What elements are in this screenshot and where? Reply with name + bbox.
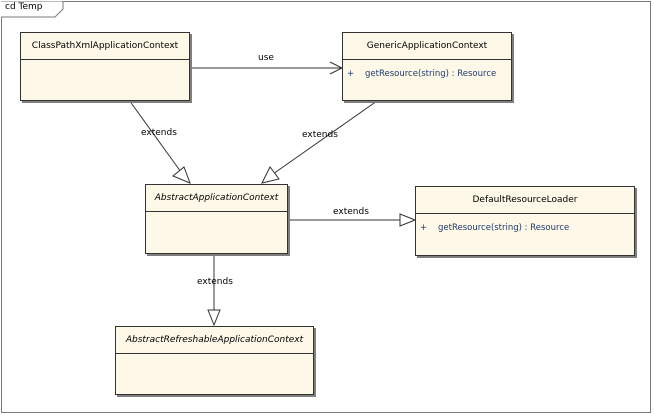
use-label: use [258, 53, 274, 63]
class-name: ClassPathXmlApplicationContext [21, 33, 189, 60]
operations-compartment: + getResource(string) : Resource [343, 67, 511, 81]
class-box-abstract-refreshable-application-context[interactable]: AbstractRefreshableApplicationContext [115, 326, 314, 395]
operations-compartment: + getResource(string) : Resource [416, 221, 634, 235]
frame-tab [1, 1, 64, 18]
class-name: DefaultResourceLoader [416, 187, 634, 214]
extends-label: extends [141, 128, 177, 138]
visibility-marker: + [347, 69, 355, 79]
class-name: AbstractRefreshableApplicationContext [116, 327, 313, 354]
operation: + getResource(string) : Resource [420, 221, 630, 235]
extends-label: extends [302, 130, 338, 140]
operation-signature: getResource(string) : Resource [365, 69, 497, 79]
class-box-generic-application-context[interactable]: GenericApplicationContext + getResource(s… [342, 32, 512, 101]
extends-line-classpath [128, 99, 182, 173]
frame-label: cd Temp [5, 2, 43, 12]
extends-line-generic [272, 100, 378, 175]
generalization-arrowhead [399, 213, 417, 227]
operation-signature: getResource(string) : Resource [438, 223, 570, 233]
class-box-classpath-xml-application-context[interactable]: ClassPathXmlApplicationContext [20, 32, 190, 101]
class-name: GenericApplicationContext [343, 33, 511, 60]
visibility-marker: + [420, 223, 428, 233]
class-box-default-resource-loader[interactable]: DefaultResourceLoader + getResource(strin… [415, 186, 635, 256]
generalization-arrowhead [261, 166, 280, 184]
class-box-abstract-application-context[interactable]: AbstractApplicationContext [145, 184, 288, 254]
generalization-arrowhead [172, 166, 191, 184]
operation: + getResource(string) : Resource [347, 67, 507, 81]
class-name: AbstractApplicationContext [146, 185, 287, 212]
generalization-arrowhead [207, 309, 221, 327]
extends-label: extends [333, 207, 369, 217]
extends-label: extends [197, 277, 233, 287]
